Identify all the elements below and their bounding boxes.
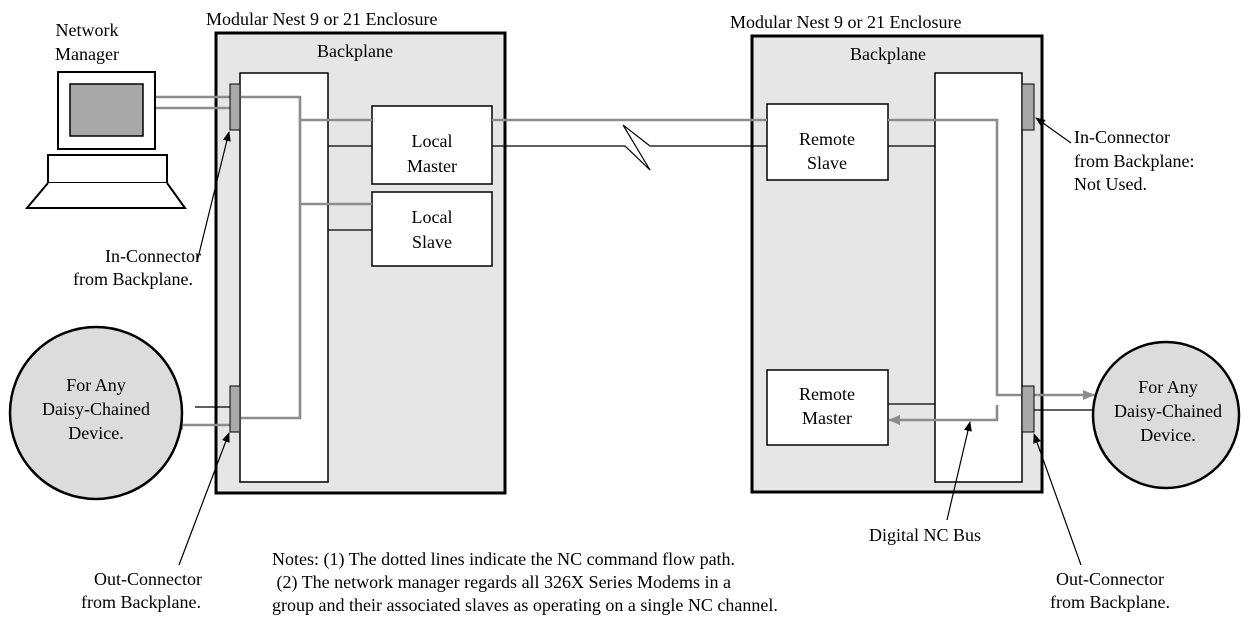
local-slave-module [371, 191, 493, 267]
remote-slave-module [766, 103, 889, 181]
left-enclosure-title: Modular Nest 9 or 21 Enclosure [206, 9, 437, 29]
local-slave-label-line1: Local [412, 207, 453, 227]
notes-line2: (2) The network manager regards all 326X… [272, 572, 731, 593]
left-device-label-line1: For Any [66, 375, 126, 395]
right-out-connector [1021, 385, 1035, 433]
right-out-connector-callout-line1: Out-Connector [1056, 569, 1164, 589]
digital-nc-bus-label: Digital NC Bus [869, 525, 981, 545]
network-manager-label-line1: Network [56, 20, 119, 40]
right-in-connector [1021, 83, 1035, 131]
module-to-bus-lines [328, 145, 935, 405]
left-device-label-line2: Daisy-Chained [42, 399, 150, 419]
left-out-connector-callout-line2: from Backplane. [81, 592, 201, 612]
left-out-connector-leader [178, 432, 230, 566]
right-enclosure-labels: Modular Nest 9 or 21 Enclosure Backplane… [730, 12, 961, 428]
notes-line3: group and their associated slaves as ope… [272, 595, 778, 615]
left-out-connector-callout-line1: Out-Connector [94, 569, 202, 589]
right-enclosure-title: Modular Nest 9 or 21 Enclosure [730, 12, 961, 32]
remote-master-module [766, 369, 889, 446]
left-daisy-chained-device [8, 325, 184, 501]
right-in-connector-leader [1035, 117, 1072, 144]
left-in-connector [229, 83, 241, 131]
local-slave-label-line2: Slave [412, 232, 452, 252]
remote-slave-label-line2: Slave [807, 153, 847, 173]
left-in-connector-callout-line1: In-Connector [105, 246, 201, 266]
local-master-label-line1: Local [412, 131, 453, 151]
network-manager-label-line2: Manager [55, 44, 119, 64]
right-in-connector-callout-line2: from Backplane: [1074, 151, 1194, 171]
left-enclosure-labels: Modular Nest 9 or 21 Enclosure Backplane… [206, 9, 457, 252]
network-manager-computer-icon [24, 71, 187, 209]
right-out-connector-leader [1033, 433, 1082, 566]
nc-flow-to-remote-master [888, 405, 999, 425]
local-master-label-line2: Master [407, 156, 457, 176]
notes-line1: Notes: (1) The dotted lines indicate the… [272, 549, 735, 570]
left-in-connector-callout-line2: from Backplane. [73, 269, 193, 289]
right-backplane-card [934, 72, 1023, 483]
nc-flow-through-link [300, 118, 1022, 397]
remote-master-label-line1: Remote [799, 384, 855, 404]
remote-slave-label-line1: Remote [799, 129, 855, 149]
remote-master-label-line2: Master [802, 408, 852, 428]
right-in-connector-callout-line1: In-Connector [1074, 127, 1170, 147]
local-master-module [371, 105, 493, 185]
right-device-label-line1: For Any [1138, 377, 1198, 397]
modem-link-line [492, 124, 767, 171]
right-out-connector-callout-line2: from Backplane. [1050, 592, 1170, 612]
nc-flow-left-path [156, 95, 302, 420]
right-daisy-chained-device [1091, 340, 1241, 490]
left-in-connector-leader [196, 131, 231, 263]
right-device-label-line2: Daisy-Chained [1114, 401, 1222, 421]
right-in-connector-callout-line3: Not Used. [1074, 174, 1147, 194]
left-out-connector [229, 385, 241, 433]
left-device-label-line3: Device. [68, 423, 123, 443]
right-backplane-label: Backplane [850, 44, 926, 64]
right-device-label-line3: Device. [1140, 425, 1195, 445]
left-backplane-label: Backplane [317, 41, 393, 61]
digital-nc-bus-leader [946, 421, 972, 521]
left-backplane-card [239, 72, 329, 483]
